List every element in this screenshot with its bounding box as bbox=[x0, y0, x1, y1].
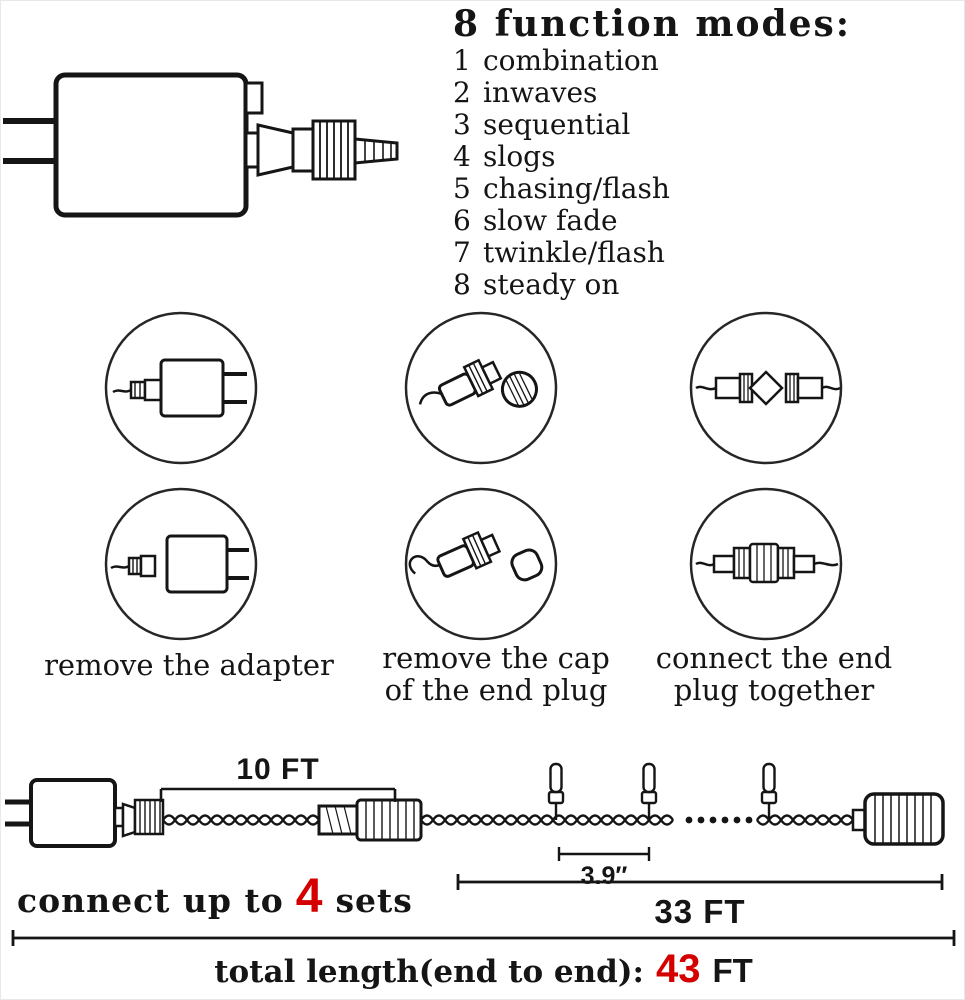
adapter-neck bbox=[244, 131, 260, 169]
bulb-spacing-label: 3.9″ bbox=[580, 862, 628, 890]
total-length-bracket bbox=[11, 930, 956, 946]
total-length-number: 43 bbox=[655, 947, 701, 991]
cap-removed-drawing bbox=[408, 530, 544, 582]
step3-caption: connect the end plug together bbox=[655, 641, 893, 707]
light-string-diagram bbox=[5, 762, 945, 848]
adapter-cone bbox=[256, 123, 295, 177]
adapter-body bbox=[53, 72, 249, 218]
bulb-wire bbox=[420, 814, 854, 826]
connectors-joined-drawing bbox=[695, 542, 839, 584]
step-circle-connectors-apart bbox=[689, 311, 843, 465]
lead-length-bracket bbox=[159, 787, 397, 802]
total-length-text: total length(end to end): 43 FT bbox=[1, 947, 964, 991]
bulb-1 bbox=[547, 762, 565, 820]
adapter-removed-drawing bbox=[110, 534, 249, 594]
step-circle-connectors-joined bbox=[689, 487, 843, 641]
connectors-apart-drawing bbox=[695, 370, 841, 406]
adapter-drawing bbox=[3, 72, 399, 218]
bulb-3 bbox=[760, 762, 778, 820]
lead-length-label: 10 FT bbox=[236, 753, 320, 786]
step2-caption: remove the cap of the end plug bbox=[382, 641, 610, 707]
total-length-label: total length(end to end): bbox=[214, 954, 644, 990]
total-length-unit: FT bbox=[712, 952, 753, 989]
lead-wire bbox=[162, 814, 320, 826]
step-circle-cap-removed bbox=[404, 487, 558, 641]
bulb-spacing-bracket bbox=[557, 847, 651, 861]
end-plug bbox=[851, 792, 945, 846]
adapter-attached-drawing bbox=[112, 358, 247, 418]
adapter-prongs bbox=[3, 118, 56, 164]
connect-count: 4 bbox=[295, 870, 324, 923]
modes-title: 8 function modes: bbox=[453, 3, 852, 45]
adapter-clip bbox=[244, 81, 264, 115]
string-length-bracket bbox=[456, 874, 944, 890]
step-circle-adapter-removed bbox=[104, 487, 258, 641]
end-plug-with-cap-drawing bbox=[418, 358, 538, 408]
mid-connector-pair bbox=[317, 798, 423, 842]
adapter-barrel bbox=[291, 127, 315, 173]
power-adapter-illustration bbox=[3, 72, 399, 218]
bulb-2 bbox=[640, 762, 658, 820]
string-adapter bbox=[5, 778, 165, 848]
string-length-label: 33 FT bbox=[654, 893, 746, 930]
step-circle-adapter-attached bbox=[104, 311, 258, 465]
step-circle-end-plug-with-cap bbox=[404, 311, 558, 465]
step1-caption: remove the adapter bbox=[44, 648, 334, 682]
string-adapter-prongs bbox=[5, 799, 31, 827]
continuation-dots bbox=[685, 816, 753, 824]
